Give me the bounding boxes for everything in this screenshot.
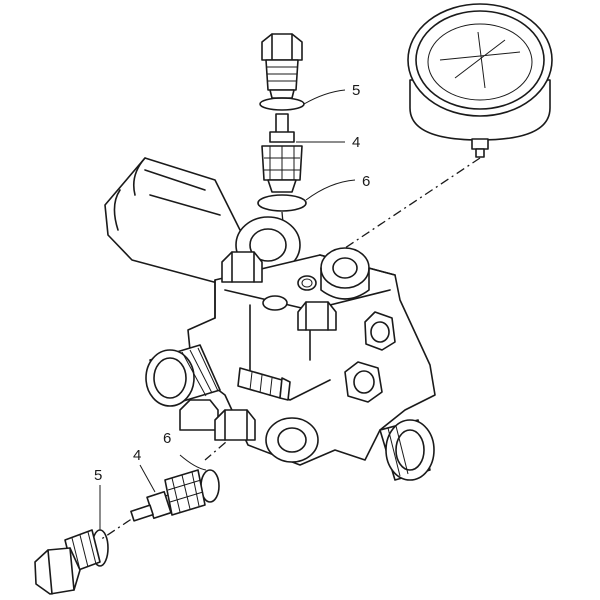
- top-check-valve: [261, 113, 303, 193]
- callout-top-o-ring: 5: [352, 82, 360, 99]
- outlet-fitting: [379, 419, 435, 481]
- pressure-gauge: [407, 3, 553, 158]
- callout-bottom-valve: 4: [133, 447, 141, 464]
- callout-top-seat-ring: 6: [362, 173, 370, 190]
- top-o-ring: [259, 97, 305, 111]
- leader-lines: [99, 89, 356, 530]
- hex-bolts: [179, 251, 396, 441]
- top-seat-ring: [257, 194, 307, 212]
- callout-bottom-o-ring: 5: [94, 467, 102, 484]
- top-valve-plug: [261, 33, 303, 99]
- callout-top-valve: 4: [352, 134, 360, 151]
- bottom-valve-plug: [34, 529, 101, 595]
- callout-bottom-seat-ring: 6: [163, 430, 171, 447]
- bottom-check-valve: [130, 469, 206, 522]
- manifold-body: [104, 157, 436, 466]
- inlet-fitting: [145, 344, 221, 407]
- barb-fitting: [237, 367, 291, 401]
